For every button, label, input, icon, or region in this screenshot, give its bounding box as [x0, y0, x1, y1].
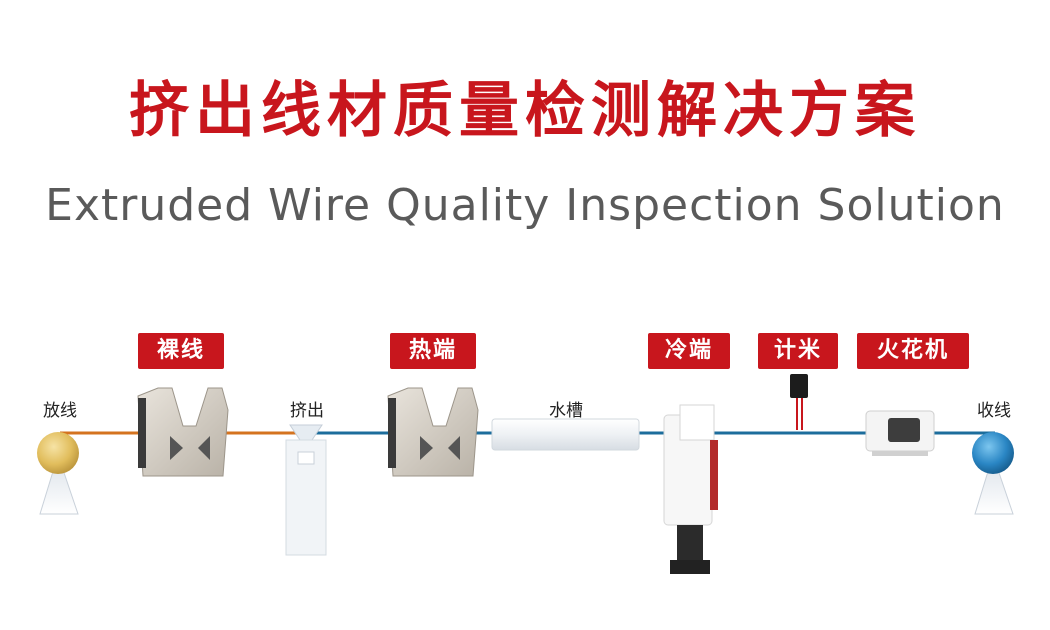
tag-meter: 计米 [758, 333, 838, 369]
tag-cold-end: 冷端 [648, 333, 730, 369]
hot-end-gauge [387, 387, 479, 477]
title-chinese: 挤出线材质量检测解决方案 [129, 76, 921, 146]
cold-end-gauge [663, 404, 718, 574]
water-trough [491, 418, 640, 451]
takeup-reel [972, 432, 1014, 515]
tag-spark: 火花机 [857, 333, 969, 369]
title-english: Extruded Wire Quality Inspection Solutio… [45, 180, 1005, 231]
label-extrusion: 挤出 [290, 401, 324, 421]
spark-tester [865, 410, 935, 456]
label-payoff: 放线 [43, 401, 77, 421]
extruder-unit [285, 424, 327, 556]
payoff-reel [37, 432, 79, 515]
label-takeup: 收线 [977, 401, 1011, 421]
tag-hot-end: 热端 [390, 333, 476, 369]
label-water-trough: 水槽 [549, 401, 583, 421]
bare-wire-gauge [137, 387, 229, 477]
tag-bare-wire: 裸线 [138, 333, 224, 369]
meter-counter [790, 374, 808, 430]
